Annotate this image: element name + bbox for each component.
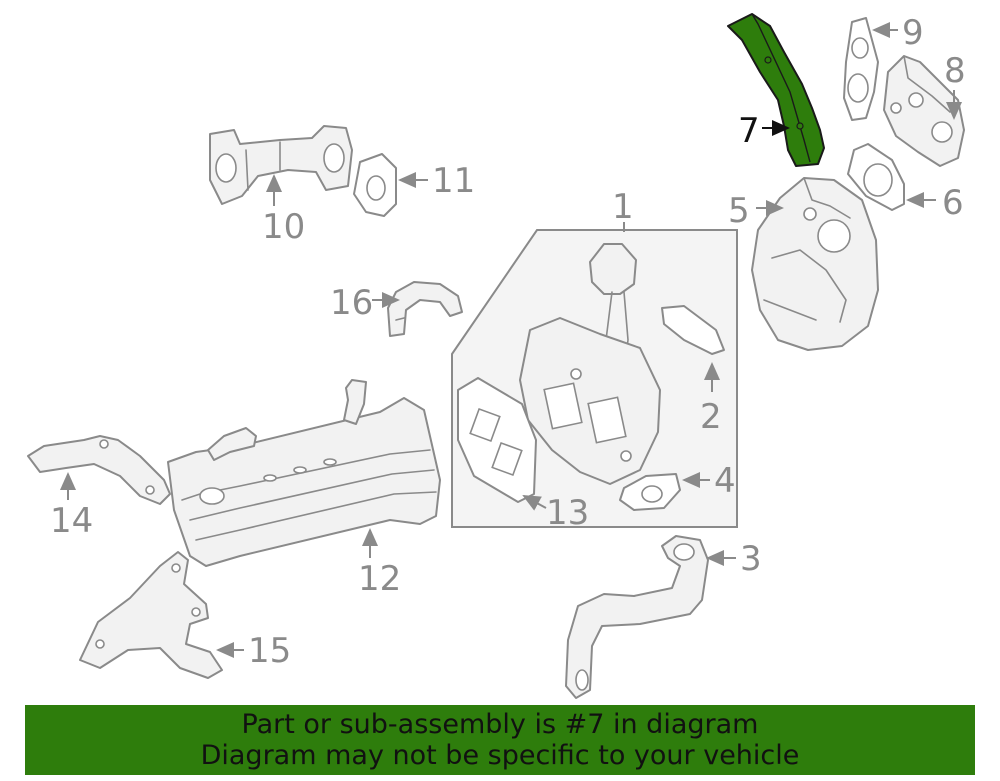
- callout-10: 10: [262, 207, 305, 247]
- part-8-housing[interactable]: [883, 55, 965, 167]
- callout-4: 4: [714, 461, 736, 501]
- part-6-gasket[interactable]: [847, 143, 905, 211]
- callout-13: 13: [546, 493, 589, 533]
- callout-5: 5: [728, 191, 750, 231]
- callout-3: 3: [740, 539, 762, 579]
- callout-14: 14: [50, 501, 93, 541]
- callout-12: 12: [358, 559, 401, 599]
- part-15-bracket[interactable]: [79, 551, 223, 679]
- part-7-bracket[interactable]: [727, 13, 825, 167]
- callout-6: 6: [942, 183, 964, 223]
- part-16-hose[interactable]: [387, 281, 463, 337]
- callout-9: 9: [902, 13, 924, 53]
- info-banner: Part or sub-assembly is #7 in diagram Di…: [25, 705, 975, 775]
- part-10-pipe[interactable]: [209, 125, 353, 205]
- banner-line-1: Part or sub-assembly is #7 in diagram: [241, 709, 759, 740]
- banner-line-2: Diagram may not be specific to your vehi…: [200, 740, 800, 771]
- part-11-gasket[interactable]: [353, 153, 397, 217]
- callout-7: 7: [738, 111, 760, 151]
- part-9-gasket[interactable]: [843, 17, 879, 121]
- part-3-pipe[interactable]: [565, 535, 709, 699]
- callout-11: 11: [432, 161, 475, 201]
- leader-13: [522, 495, 547, 511]
- callout-8: 8: [944, 51, 966, 91]
- callout-15: 15: [248, 631, 291, 671]
- assembly-1-box[interactable]: [451, 229, 738, 528]
- part-12-egr-cooler[interactable]: [167, 379, 441, 567]
- part-5-egr-valve[interactable]: [751, 177, 879, 351]
- part-14-bracket[interactable]: [27, 435, 171, 505]
- callout-2: 2: [700, 397, 722, 437]
- callout-16: 16: [330, 283, 373, 323]
- callout-1: 1: [612, 187, 634, 227]
